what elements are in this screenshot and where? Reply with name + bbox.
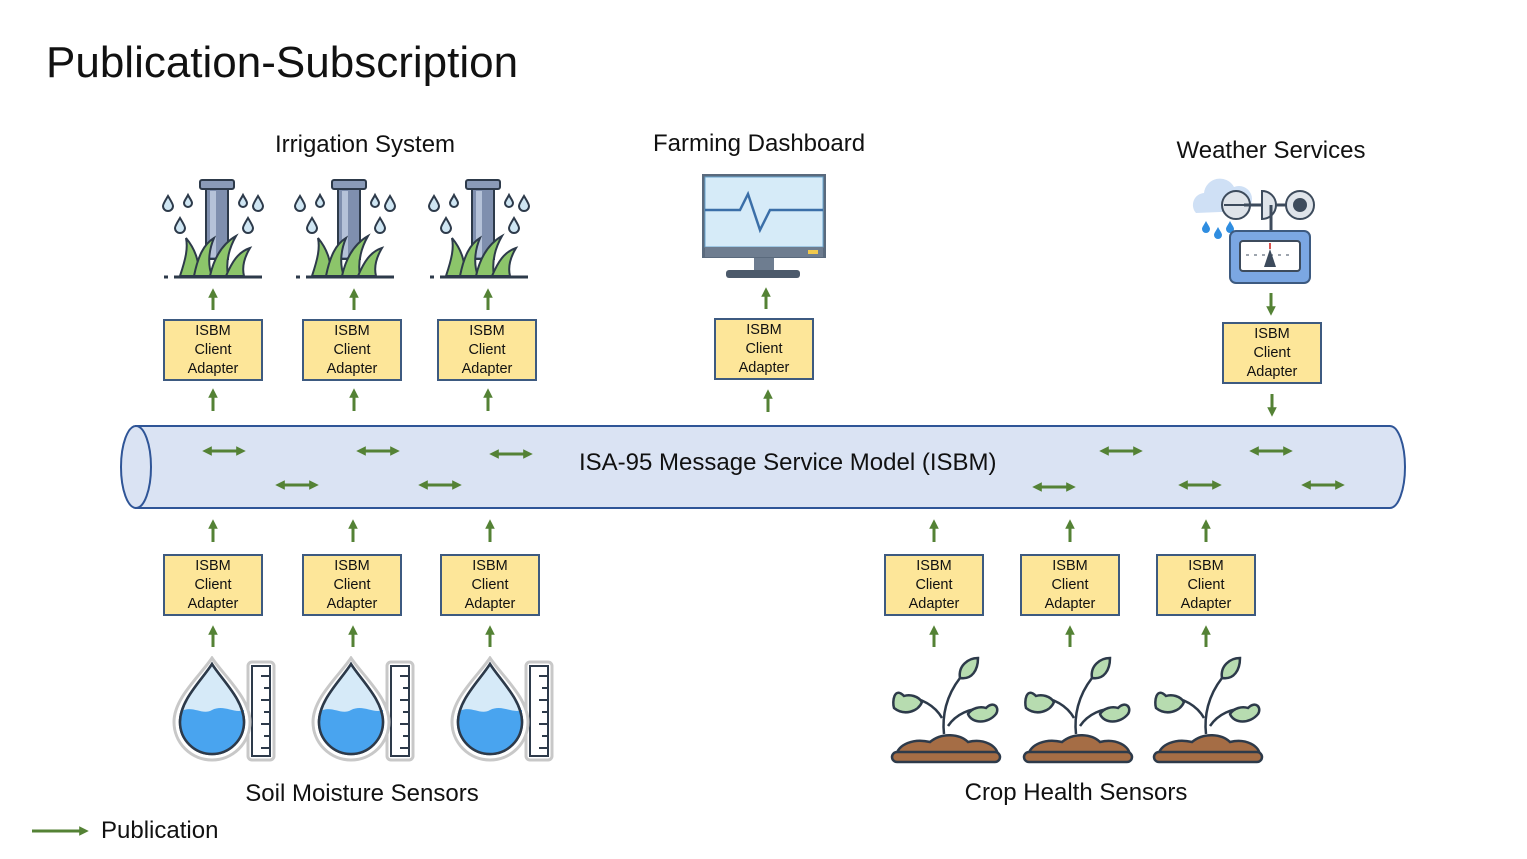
monitor-icon bbox=[702, 174, 826, 278]
bus-bidirectional-arrows bbox=[202, 446, 1345, 492]
sprinkler-icon bbox=[427, 179, 531, 279]
seedling-icon bbox=[890, 656, 1002, 764]
crop-health-sensors-label: Crop Health Sensors bbox=[964, 779, 1188, 806]
weather-services-label: Weather Services bbox=[1176, 137, 1366, 164]
seedling-icon bbox=[1152, 656, 1264, 764]
isbm-client-adapter: ISBM Client Adapter bbox=[302, 319, 402, 381]
isbm-client-adapter: ISBM Client Adapter bbox=[1020, 554, 1120, 616]
moisture-sensor-icon bbox=[450, 656, 554, 762]
weather-station-icon bbox=[1192, 178, 1315, 284]
publication-arrows bbox=[32, 287, 1277, 836]
moisture-sensor-icon bbox=[311, 656, 415, 762]
sprinkler-icon bbox=[161, 179, 265, 279]
legend-publication-label: Publication bbox=[101, 817, 219, 844]
isbm-client-adapter: ISBM Client Adapter bbox=[440, 554, 540, 616]
isbm-client-adapter: ISBM Client Adapter bbox=[884, 554, 984, 616]
isbm-client-adapter: ISBM Client Adapter bbox=[1156, 554, 1256, 616]
farming-dashboard-label: Farming Dashboard bbox=[652, 130, 866, 157]
isbm-client-adapter: ISBM Client Adapter bbox=[163, 554, 263, 616]
sprinkler-icon bbox=[293, 179, 397, 279]
soil-moisture-sensors-label: Soil Moisture Sensors bbox=[245, 780, 479, 807]
isbm-bus-label: ISA-95 Message Service Model (ISBM) bbox=[579, 449, 997, 476]
isbm-client-adapter: ISBM Client Adapter bbox=[163, 319, 263, 381]
seedling-icon bbox=[1022, 656, 1134, 764]
moisture-sensor-icon bbox=[172, 656, 276, 762]
irrigation-system-label: Irrigation System bbox=[274, 131, 456, 158]
page-title: Publication-Subscription bbox=[46, 38, 519, 87]
isbm-client-adapter: ISBM Client Adapter bbox=[1222, 322, 1322, 384]
isbm-client-adapter: ISBM Client Adapter bbox=[714, 318, 814, 380]
isbm-client-adapter: ISBM Client Adapter bbox=[302, 554, 402, 616]
isbm-client-adapter: ISBM Client Adapter bbox=[437, 319, 537, 381]
